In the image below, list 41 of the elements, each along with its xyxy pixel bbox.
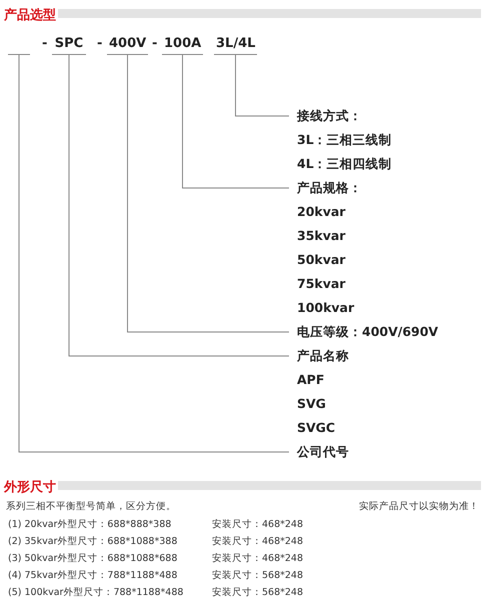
dimension-text: 安装尺寸：568*248 [212, 586, 304, 599]
field-heading: 产品名称 [297, 347, 349, 365]
note-text: 实际产品尺寸以实物为准！ [359, 500, 479, 513]
note-text: 系列三相不平衡型号简单，区分方便。 [6, 500, 176, 513]
field-heading: 接线方式： [297, 107, 363, 125]
separator-dash: - [41, 36, 48, 53]
leader-line [68, 54, 290, 356]
leader-line [235, 54, 290, 116]
option-text: SVGC [297, 419, 336, 437]
section-heading: 外形尺寸 [4, 479, 56, 496]
option-text: 3L：三相三线制 [297, 131, 392, 149]
code-segment: 400V [107, 36, 148, 55]
separator-dash: - [151, 36, 158, 53]
field-heading: 产品规格： [297, 179, 362, 197]
code-segment: 3L/4L [214, 36, 258, 55]
separator-dash: - [96, 36, 104, 53]
leader-line [182, 54, 290, 188]
code-segment: 100A [162, 36, 204, 55]
section-heading: 产品选型 [4, 6, 56, 24]
option-text: 50kvar [297, 251, 346, 269]
option-text: 4L：三相四线制 [297, 155, 392, 173]
dimension-text: (4) 75kvar外型尺寸：788*1188*488 [8, 569, 178, 582]
leader-line [18, 54, 290, 452]
option-text: 20kvar [297, 203, 346, 221]
field-heading: 公司代号 [297, 443, 349, 461]
option-text: 100kvar [297, 299, 356, 317]
dimension-text: (2) 35kvar外型尺寸：688*1088*388 [8, 535, 178, 548]
dimension-text: (3) 50kvar外型尺寸：688*1088*688 [8, 552, 178, 565]
dimension-text: 安装尺寸：468*248 [212, 535, 304, 548]
field-heading: 电压等级：400V/690V [297, 323, 438, 341]
option-text: 35kvar [297, 227, 346, 245]
option-text: 75kvar [297, 275, 346, 293]
option-text: SVG [297, 395, 327, 413]
dimension-text: (5) 100kvar外型尺寸：788*1188*488 [8, 586, 184, 599]
option-text: APF [297, 371, 326, 389]
leader-line [127, 54, 290, 332]
dimension-text: 安装尺寸：568*248 [212, 569, 304, 582]
dimension-text: 安装尺寸：468*248 [212, 518, 304, 531]
dimension-text: (1) 20kvar外型尺寸：688*888*388 [8, 518, 172, 531]
code-segment: SPC [52, 36, 86, 55]
dimension-text: 安装尺寸：468*248 [212, 552, 304, 565]
